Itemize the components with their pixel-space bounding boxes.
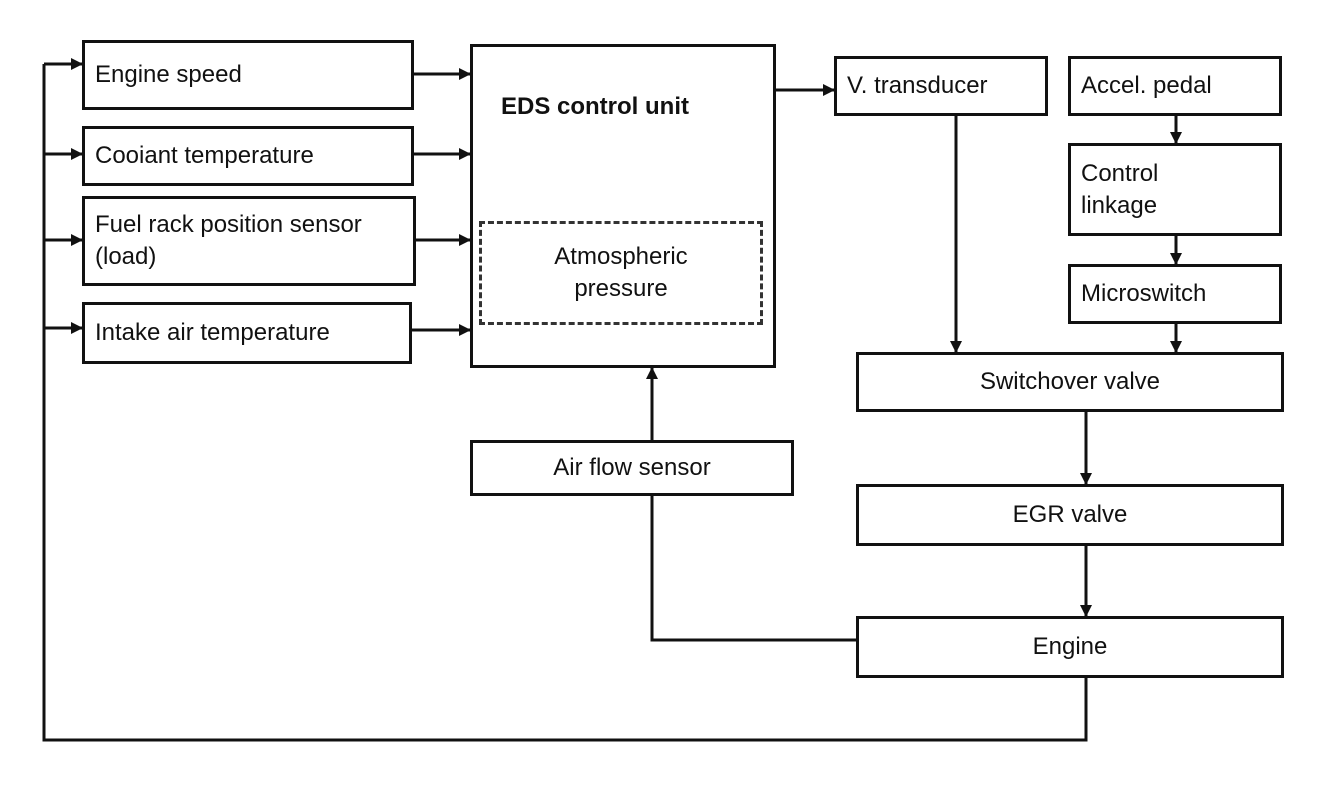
coolant-temperature-label: Cooiant temperature xyxy=(95,142,314,169)
control-linkage-label: Control linkage xyxy=(1081,159,1159,219)
air-flow-sensor-box: Air flow sensor xyxy=(470,440,794,496)
fuel-rack-sensor-label: Fuel rack position sensor (load) xyxy=(95,211,362,270)
eds-control-unit-title: EDS control unit xyxy=(501,93,689,120)
engine-speed-label: Engine speed xyxy=(95,61,242,88)
accel-pedal-box: Accel. pedal xyxy=(1068,56,1282,116)
coolant-temperature-box: Cooiant temperature xyxy=(82,126,414,186)
microswitch-label: Microswitch xyxy=(1081,280,1207,307)
control-linkage-box: Control linkage xyxy=(1068,143,1282,236)
fuel-rack-sensor-box: Fuel rack position sensor (load) xyxy=(82,196,416,286)
egr-valve-box: EGR valve xyxy=(856,484,1284,546)
switchover-valve-box: Switchover valve xyxy=(856,352,1284,412)
atmospheric-pressure-region: Atmospheric pressure xyxy=(479,221,763,325)
engine-speed-box: Engine speed xyxy=(82,40,414,110)
v-transducer-box: V. transducer xyxy=(834,56,1048,116)
v-transducer-label: V. transducer xyxy=(847,72,988,99)
atmospheric-pressure-label: Atmospheric pressure xyxy=(554,243,688,302)
intake-air-temperature-label: Intake air temperature xyxy=(95,319,330,346)
intake-air-temperature-box: Intake air temperature xyxy=(82,302,412,364)
eds-control-unit-box: EDS control unit Atmospheric pressure xyxy=(470,44,776,368)
line-engine-feedback-loop xyxy=(42,64,1088,742)
microswitch-box: Microswitch xyxy=(1068,264,1282,324)
engine-box: Engine xyxy=(856,616,1284,678)
engine-label: Engine xyxy=(1032,633,1108,660)
accel-pedal-label: Accel. pedal xyxy=(1081,72,1212,99)
switchover-valve-label: Switchover valve xyxy=(979,368,1161,395)
line-engine-to-air-flow-sensor xyxy=(650,496,856,642)
air-flow-sensor-label: Air flow sensor xyxy=(553,454,711,481)
egr-valve-label: EGR valve xyxy=(1012,501,1128,528)
